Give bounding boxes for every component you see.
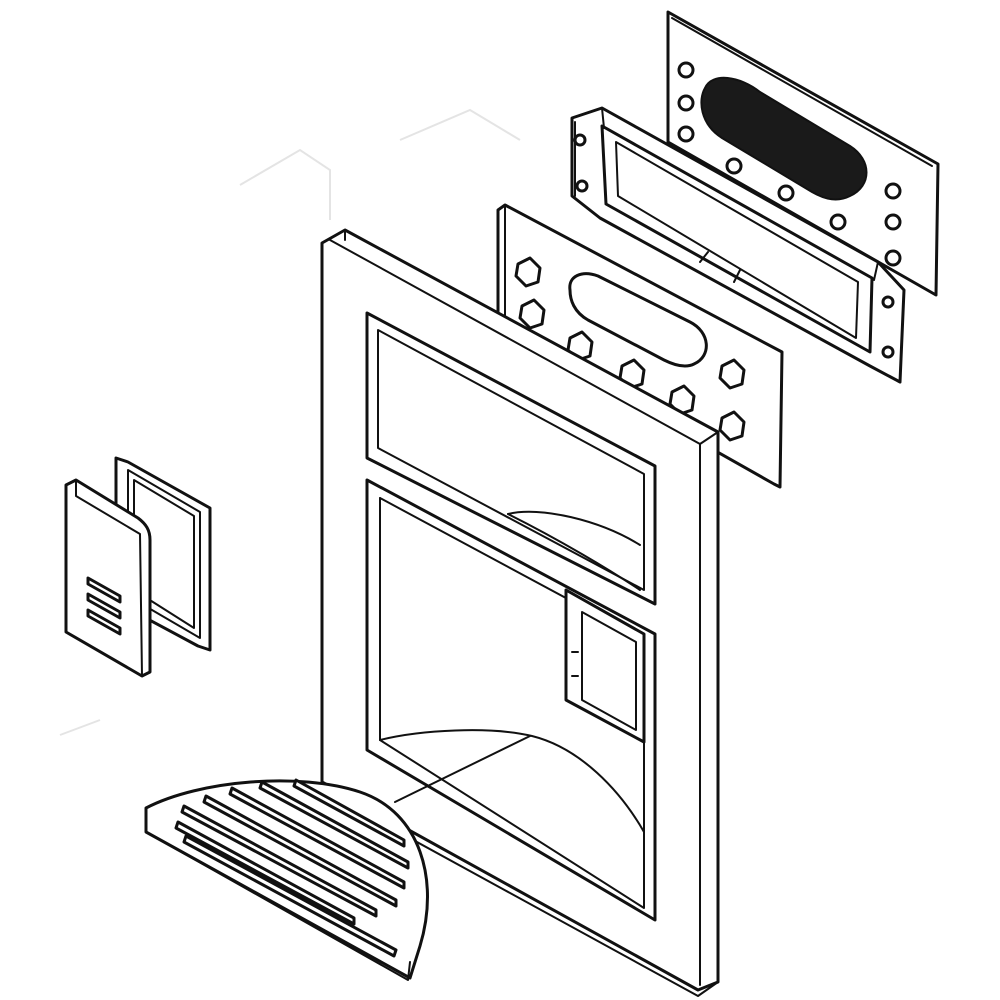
- dispenser-door-cover: [64, 478, 152, 678]
- door-vent-slots: [86, 576, 122, 636]
- control-panel-plate: [666, 10, 940, 297]
- control-board-bracket: [570, 106, 906, 384]
- background-ghost-lines: [59, 108, 521, 736]
- grille-slats: [174, 778, 410, 958]
- membrane-panel: [496, 203, 784, 489]
- plate-screw-holes: [677, 61, 902, 267]
- oval-opening: [700, 76, 868, 201]
- bracket-tabs: [573, 133, 895, 359]
- drip-tray-grille: [144, 778, 429, 981]
- ice-chute-opening: [564, 588, 646, 744]
- membrane-oval-cutout: [568, 272, 708, 368]
